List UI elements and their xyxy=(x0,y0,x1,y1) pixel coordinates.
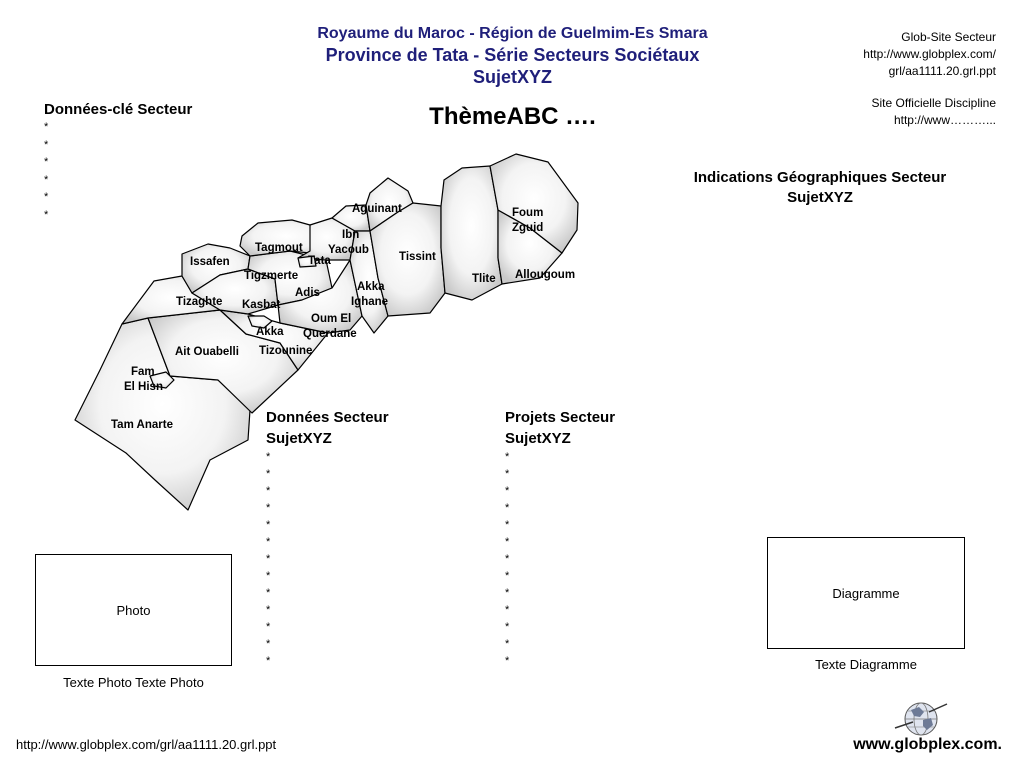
region-kasbat-enclave[interactable] xyxy=(247,315,273,329)
title-line-2: Province de Tata - Série Secteurs Sociét… xyxy=(325,45,700,65)
bullet: * xyxy=(266,468,271,480)
globe-logo-icon xyxy=(894,702,948,736)
projects-heading-2: SujetXYZ xyxy=(505,430,571,447)
bullet: * xyxy=(505,553,510,565)
label-tigzmerte: Tigzmerte xyxy=(244,270,298,282)
projects-heading-1: Projets Secteur xyxy=(505,409,616,426)
bullet: * xyxy=(266,570,271,582)
bullet: * xyxy=(505,502,510,514)
bullet: * xyxy=(505,604,510,616)
theme-title: ThèmeABC …. xyxy=(429,103,596,130)
label-tlite: Tlite xyxy=(472,273,496,285)
diagram-placeholder[interactable]: Diagramme xyxy=(767,537,965,649)
bullet: * xyxy=(44,156,49,168)
footer-url-link[interactable]: http://www.globplex.com/grl/aa1111.20.gr… xyxy=(16,737,277,752)
label-foum-zguid-1: Foum xyxy=(512,207,543,219)
photo-caption: Texte Photo Texte Photo xyxy=(63,675,204,690)
photo-label: Photo xyxy=(116,602,151,618)
bullet: * xyxy=(505,655,510,667)
label-tagmout: Tagmout xyxy=(255,242,303,254)
map-labels: Aguinant Ibn Yacoub Foum Zguid Tagmout T… xyxy=(111,203,575,431)
label-tam-anarte: Tam Anarte xyxy=(111,419,173,431)
label-ibn-yacoub-1: Ibn xyxy=(342,229,359,241)
key-data-heading: Données-clé Secteur xyxy=(44,101,193,118)
province-map: Aguinant Ibn Yacoub Foum Zguid Tagmout T… xyxy=(74,153,579,511)
bullet: * xyxy=(266,485,271,497)
bullet: * xyxy=(505,519,510,531)
label-akka-tizounine-1: Akka xyxy=(256,326,284,338)
label-kasbat: Kasbat xyxy=(242,299,281,311)
bullet: * xyxy=(505,638,510,650)
bullet: * xyxy=(266,587,271,599)
footer-brand-link[interactable]: www.globplex.com. xyxy=(853,736,1002,753)
bullet: * xyxy=(266,536,271,548)
label-ait-ouabelli: Ait Ouabelli xyxy=(175,346,239,358)
page-title-block: Royaume du Maroc - Région de Guelmim-Es … xyxy=(240,24,785,89)
photo-placeholder[interactable]: Photo xyxy=(35,554,232,666)
region-foum-zguid[interactable] xyxy=(489,153,579,254)
label-oum-el-querdane-2: Querdane xyxy=(303,328,357,340)
label-akka-tizounine-2: Tizounine xyxy=(259,345,312,357)
label-foum-zguid-2: Zguid xyxy=(512,222,543,234)
label-ibn-yacoub-2: Yacoub xyxy=(328,244,369,256)
label-akka-ighane-2: Ighane xyxy=(351,296,388,308)
bullet: * xyxy=(44,173,49,186)
bullet: * xyxy=(266,553,271,565)
glob-site-url-1[interactable]: http://www.globplex.com/ xyxy=(863,47,996,61)
sector-data-bullets: * * * * * * * * * * * * * xyxy=(266,449,466,670)
projects-bullets: * * * * * * * * * * * * * xyxy=(505,449,705,670)
label-allougoum: Allougoum xyxy=(515,269,575,281)
glob-site-url-2[interactable]: grl/aa1111.20.grl.ppt xyxy=(888,64,996,78)
label-akka-ighane-1: Akka xyxy=(357,281,385,293)
sector-data-section: Données Secteur SujetXYZ * * * * * * * *… xyxy=(266,407,466,670)
bullet: * xyxy=(44,208,49,221)
region-tata-enclave[interactable] xyxy=(297,255,317,268)
label-tata: Tata xyxy=(308,255,331,267)
bullet: * xyxy=(505,451,510,463)
bullet: * xyxy=(505,621,510,633)
bullet: * xyxy=(266,604,271,616)
bullet: * xyxy=(505,485,510,497)
bullet: * xyxy=(44,191,49,203)
projects-section: Projets Secteur SujetXYZ * * * * * * * *… xyxy=(505,407,705,670)
bullet: * xyxy=(266,638,271,650)
bullet: * xyxy=(266,451,271,463)
label-issafen: Issafen xyxy=(190,256,230,268)
bullet: * xyxy=(266,519,271,531)
label-tissint: Tissint xyxy=(399,251,436,263)
bullet: * xyxy=(266,655,271,667)
region-oum-el-querdane[interactable] xyxy=(277,259,363,334)
bullet: * xyxy=(505,570,510,582)
geo-indications-heading: Indications Géographiques Secteur SujetX… xyxy=(660,168,980,208)
bullet: * xyxy=(44,138,49,151)
label-fam-el-hisn-1: Fam xyxy=(131,366,155,378)
diagram-caption: Texte Diagramme xyxy=(815,657,917,672)
title-line-1: Royaume du Maroc - Région de Guelmim-Es … xyxy=(317,25,708,42)
bullet: * xyxy=(505,536,510,548)
bullet: * xyxy=(44,121,49,133)
label-fam-el-hisn-2: El Hisn xyxy=(124,381,163,393)
label-tizaghte: Tizaghte xyxy=(176,296,222,308)
bullet: * xyxy=(505,468,510,480)
key-data-section: Données-clé Secteur * * * * * * xyxy=(44,99,264,224)
key-data-bullets: * * * * * * xyxy=(44,119,264,224)
region-fam-el-hisn-enclave[interactable] xyxy=(149,371,175,389)
sector-data-heading-2: SujetXYZ xyxy=(266,430,332,447)
bullet: * xyxy=(266,621,271,633)
site-links: Glob-Site Secteur http://www.globplex.co… xyxy=(766,29,996,129)
bullet: * xyxy=(505,587,510,599)
sector-data-heading-1: Données Secteur xyxy=(266,409,389,426)
bullet: * xyxy=(266,502,271,514)
glob-site-label: Glob-Site Secteur xyxy=(901,30,996,44)
label-oum-el-querdane-1: Oum El xyxy=(311,313,351,325)
official-site-url[interactable]: http://www………... xyxy=(893,113,996,127)
diagram-label: Diagramme xyxy=(832,585,900,601)
title-line-3: SujetXYZ xyxy=(472,67,552,87)
label-aguinant: Aguinant xyxy=(352,203,402,215)
geo-line-2: SujetXYZ xyxy=(787,189,853,206)
official-site-label: Site Officielle Discipline xyxy=(871,96,997,110)
label-adis: Adis xyxy=(295,287,320,299)
geo-line-1: Indications Géographiques Secteur xyxy=(693,169,947,186)
